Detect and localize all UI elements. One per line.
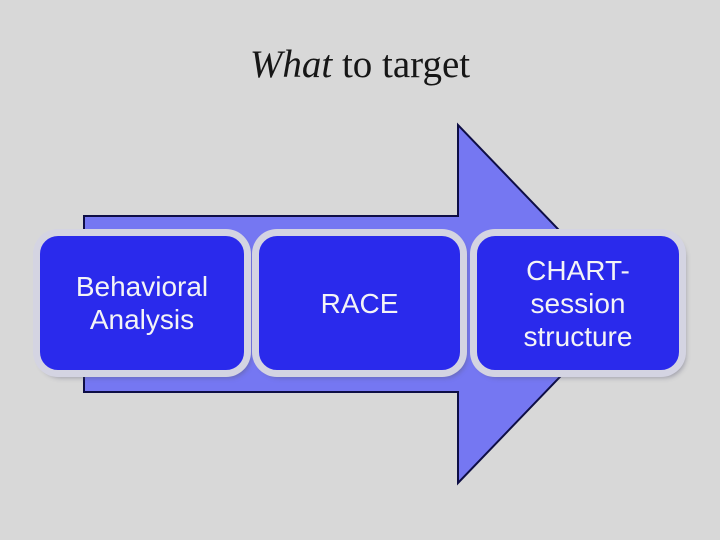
title-rest: to target: [332, 43, 471, 86]
step-box-chart-session-structure: CHART- session structure: [473, 232, 683, 374]
step-label-chart-session-structure: CHART- session structure: [523, 254, 633, 352]
step-box-behavioral-analysis: Behavioral Analysis: [36, 232, 248, 374]
step-label-race: RACE: [320, 287, 399, 319]
step-box-race: RACE: [255, 232, 464, 374]
step-label-behavioral-analysis: Behavioral Analysis: [75, 271, 209, 335]
title-emphasized-word: What: [249, 43, 333, 86]
slide-title: What to target: [0, 42, 720, 87]
